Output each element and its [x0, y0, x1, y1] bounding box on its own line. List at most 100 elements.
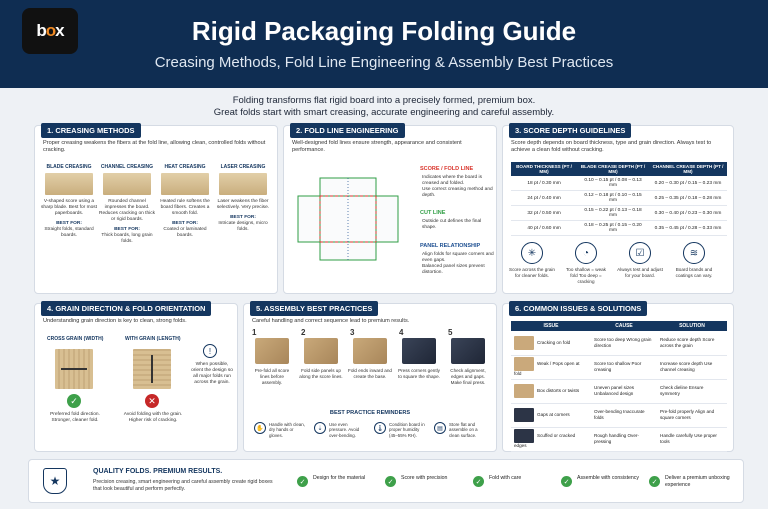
creasing-method-3: HEAT CREASING Heated rule softens the boa… [157, 164, 213, 239]
check-icon: ✓ [297, 476, 308, 487]
table-header: BOARD THICKNESS (PT / MM) [511, 162, 578, 176]
issue-thumbnail [514, 357, 534, 372]
check-icon: ✓ [473, 476, 484, 487]
grain-tip: When possible, orient the design so all … [191, 362, 233, 385]
issue-cell: Scuffed or cracked edges [511, 427, 591, 452]
creasing-methods-title: 1. CREASING METHODS [41, 123, 141, 138]
cross-grain-result: Preferred fold direction. Stronger, clea… [50, 412, 100, 423]
method-desc: Heated rule softens the board fibers. Cr… [160, 199, 210, 216]
check-icon: ✓ [67, 394, 81, 408]
page-subtitle: Creasing Methods, Fold Line Engineering … [154, 54, 614, 71]
fold-line-title: 2. FOLD LINE ENGINEERING [290, 123, 405, 138]
table-header: CHANNEL CREASE DEPTH (PT / MM) [649, 162, 727, 176]
step-text: Check alignment, edges and gaps. Make fi… [450, 368, 486, 385]
lightbulb-icon: ! [203, 344, 217, 358]
score-line-notes: Indicates where the board is creased and… [422, 175, 493, 198]
method-name: CHANNEL CREASING [100, 164, 154, 170]
panel-relationship-notes: Align folds for square corners and even … [422, 252, 494, 275]
reminder-text: Store flat and assemble on a clean surfa… [449, 422, 478, 438]
score-tip-text: Too shallow = weak fold Too deep = crack… [566, 267, 606, 284]
score-depth-desc: Score depth depends on board thickness, … [511, 140, 712, 153]
table-cell: 0.15 – 0.22 pt / 0.13 – 0.18 mm [577, 205, 649, 221]
table-cell: 0.25 – 0.35 pt / 0.18 – 0.28 mm [649, 190, 727, 206]
score-tip-text: Always test and adjust for your board. [617, 267, 663, 278]
cross-grain-label: CROSS GRAIN (WIDTH) [47, 336, 104, 342]
issue-thumbnail [514, 429, 534, 444]
method-name: HEAT CREASING [164, 164, 206, 170]
table-header: BLADE CREASE DEPTH (PT / MM) [577, 162, 649, 176]
issue-text: Weak / Pops open at fold [514, 361, 580, 377]
step-number: 5 [448, 328, 453, 337]
best-for-label: BEST FOR: [56, 221, 82, 226]
box-step-image [304, 338, 338, 364]
table-header: CAUSE [591, 321, 657, 331]
grain-direction-title: 4. GRAIN DIRECTION & FOLD ORIENTATION [41, 301, 212, 316]
best-for-label: BEST FOR: [114, 227, 140, 232]
reminder-text: Condition board in proper humidity (45–5… [389, 422, 425, 438]
grain-icon: ✳ [521, 242, 543, 264]
score-depth-panel: 3. SCORE DEPTH GUIDELINES Score depth de… [502, 123, 734, 294]
table-header: ISSUE [511, 321, 591, 331]
table-cell: 18 pt / 0.30 mm [511, 176, 578, 191]
issue-thumbnail [514, 335, 534, 350]
box-step-image [451, 338, 485, 364]
method-desc: Laser weakens the fiber selectively. Ver… [216, 199, 270, 210]
issue-text: Box distorts or twists [537, 388, 580, 394]
cut-line-label: CUT LINE [420, 210, 446, 216]
step-text: Fold side panels up along the score line… [299, 368, 343, 379]
issue-thumbnail [514, 384, 534, 398]
board-profile-image [103, 173, 151, 195]
creasing-method-2: CHANNEL CREASING Rounded channel impresse… [99, 164, 155, 245]
score-line-label: SCORE / FOLD LINE [420, 166, 474, 172]
best-for-text: Thick boards, long grain folds. [101, 233, 153, 244]
dieline-diagram [297, 177, 399, 261]
board-profile-image [45, 173, 93, 195]
cross-mark-icon: ✕ [145, 394, 159, 408]
box-step-image [353, 338, 387, 364]
table-cell: 40 pt / 0.60 mm [511, 220, 578, 236]
reminders-title: BEST PRACTICE REMINDERS [329, 410, 411, 416]
issue-text: Gaps at corners [537, 412, 570, 418]
box-step-image [255, 338, 289, 364]
step-text: Fold ends inward and create the base. [348, 368, 392, 379]
fold-line-desc: Well-designed fold lines ensure strength… [292, 140, 462, 153]
vertical-arrow-icon [151, 355, 153, 383]
issue-thumbnail [514, 408, 534, 422]
thermometer-icon: 🌡 [374, 422, 386, 434]
table-cell: 0.10 – 0.15 pt / 0.08 – 0.13 mm [577, 176, 649, 191]
creasing-methods-panel: 1. CREASING METHODS Proper creasing weak… [34, 123, 278, 294]
method-name: BLADE CREASING [46, 164, 92, 170]
gauge-icon: ◔ [575, 242, 597, 264]
issue-cell: Weak / Pops open at fold [511, 355, 591, 380]
cross-grain-board [55, 349, 93, 389]
cause-cell: Uneven panel sizes Unbalanced design [591, 379, 657, 404]
cut-line-notes: Outside cut defines the final shape. [422, 219, 482, 230]
solution-cell: Reduce score depth Score across the grai… [657, 331, 727, 356]
solution-cell: Handle carefully Use proper tools [657, 427, 727, 452]
assembly-desc: Careful handling and correct sequence le… [252, 318, 410, 324]
check-icon: ✓ [561, 476, 572, 487]
footer-item: Deliver a premium unboxing experience [665, 475, 730, 488]
fold-line-panel: 2. FOLD LINE ENGINEERING Well-designed f… [283, 123, 497, 294]
step-number: 3 [350, 328, 355, 337]
best-for-text: Coated or laminated boards. [163, 227, 207, 238]
page-title: Rigid Packaging Folding Guide [191, 16, 577, 46]
solution-cell: Check dieline Ensure symmetry [657, 379, 727, 404]
method-desc: Rounded channel impresses the board. Red… [99, 199, 155, 222]
assembly-title: 5. ASSEMBLY BEST PRACTICES [250, 301, 379, 316]
best-for-text: Intricate designs, micro folds. [218, 221, 268, 232]
solution-cell: Increase score depth Use channel creasin… [657, 355, 727, 380]
